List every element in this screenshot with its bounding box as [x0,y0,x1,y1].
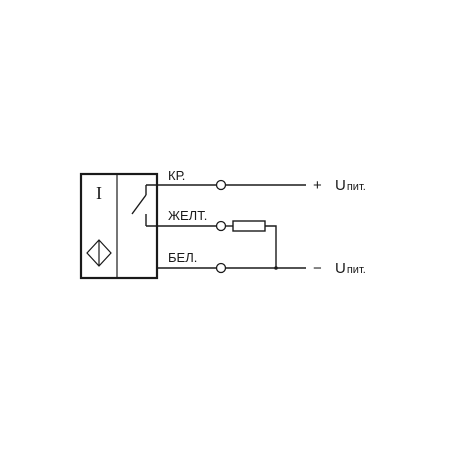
wire-white [157,262,306,274]
load-resistor-icon [232,220,266,232]
label-brown: КР. [168,168,185,183]
terminal-brown [215,179,227,191]
inductive-sensor-icon [86,239,112,267]
output-type-symbol: I [96,183,102,203]
terminal-yellow [215,220,227,232]
polarity-plus: + [313,177,322,194]
supply-plus-sub: пит. [347,181,366,193]
supply-plus-main: U [335,177,346,194]
supply-minus-main: U [335,260,346,277]
switch-contact-icon [131,185,147,226]
label-yellow: ЖЕЛТ. [168,208,207,223]
wire-brown [146,179,306,191]
polarity-minus: − [313,260,322,277]
supply-label-minus: Uпит. [335,260,366,277]
terminal-white [215,262,227,274]
supply-minus-sub: пит. [347,264,366,276]
label-white: БЕЛ. [168,250,197,265]
wire-yellow [146,220,278,270]
supply-label-plus: Uпит. [335,177,366,194]
